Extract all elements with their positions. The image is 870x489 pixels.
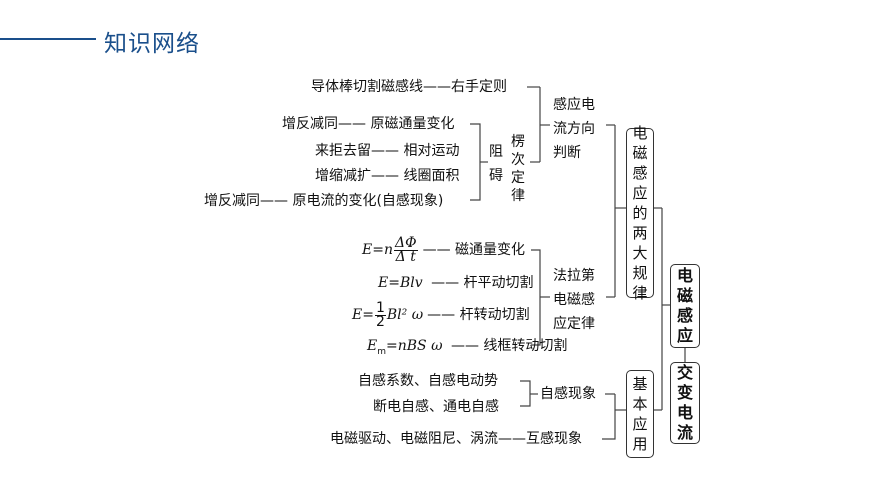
lenz-item-1: 增反减同—— 原磁通量变化 [282,116,455,132]
lenz-item-2: 来拒去留—— 相对运动 [315,143,460,159]
faraday-formula-3: E= 1 2 Bl² ω —— 杆转动切割 [352,298,530,332]
formula-4-desc: —— 线框转动切割 [450,338,568,354]
faraday-law-label: 法拉第电磁感应定律 [553,268,595,332]
formula-1-denominator: Δ t [395,248,416,265]
formula-3-rhs: Bl² ω [386,307,424,323]
formula-2-lhs: E=Blv [378,275,423,291]
bracket-faraday-items [531,249,541,346]
bracket-applications [602,394,616,440]
formula-3-numerator: 1 [374,299,386,316]
ac-current-box-label: 交变电流 [676,363,693,442]
formula-1-numerator: ΔΦ [393,234,418,251]
faraday-formula-4: Em=nBS ω —— 线框转动切割 [367,337,567,361]
faraday-formula-2: E=Blv —— 杆平动切割 [378,274,534,292]
page-title: 知识网络 [104,31,200,57]
faraday-formula-1: E=n ΔΦ Δ t —— 磁通量变化 [362,232,525,268]
lenz-law-label: 楞次定律 [511,134,525,204]
em-induction-box: 电磁感应 [670,264,700,348]
formula-4-lhs: E [367,338,378,354]
right-hand-rule-text: 导体棒切割磁感线——右手定则 [311,79,507,95]
header-divider-line [0,38,96,40]
formula-4-subscript: m [377,346,387,357]
applications-box-label: 基本应用 [632,375,648,453]
two-laws-box-label: 电磁感应的两大规律 [632,124,648,302]
em-induction-box-label: 电磁感应 [676,266,693,345]
applications-box: 基本应用 [626,370,654,458]
bracket-self-induction [520,380,531,407]
formula-2-desc: —— 杆平动切割 [431,275,534,291]
formula-4-rhs: =nBS ω [386,338,443,354]
lenz-item-4: 增反减同—— 原电流的变化(自感现象) [204,193,444,209]
direction-judgment-label: 感应电流方向判断 [553,97,595,161]
formula-3-fraction: 1 2 [374,299,386,330]
formula-1-lhs: E=n [362,242,393,258]
formula-1-fraction: ΔΦ Δ t [393,234,418,265]
lenz-item-3: 增缩减扩—— 线圈面积 [315,168,460,184]
formula-1-desc: —— 磁通量变化 [422,242,526,258]
formula-3-denominator: 2 [375,313,385,330]
self-induction-item-2: 断电自感、通电自感 [373,399,499,415]
bracket-lenz-items [470,123,481,201]
zu-ai-label: 阻碍 [489,144,503,184]
self-induction-item-1: 自感系数、自感电动势 [358,373,498,389]
ac-current-box: 交变电流 [670,362,700,444]
self-induction-label: 自感现象 [540,386,596,402]
formula-3-lhs: E= [352,307,374,323]
two-laws-box: 电磁感应的两大规律 [626,124,654,302]
mutual-induction-text: 电磁驱动、电磁阻尼、涡流——互感现象 [330,431,582,447]
formula-3-desc: —— 杆转动切割 [427,307,530,323]
